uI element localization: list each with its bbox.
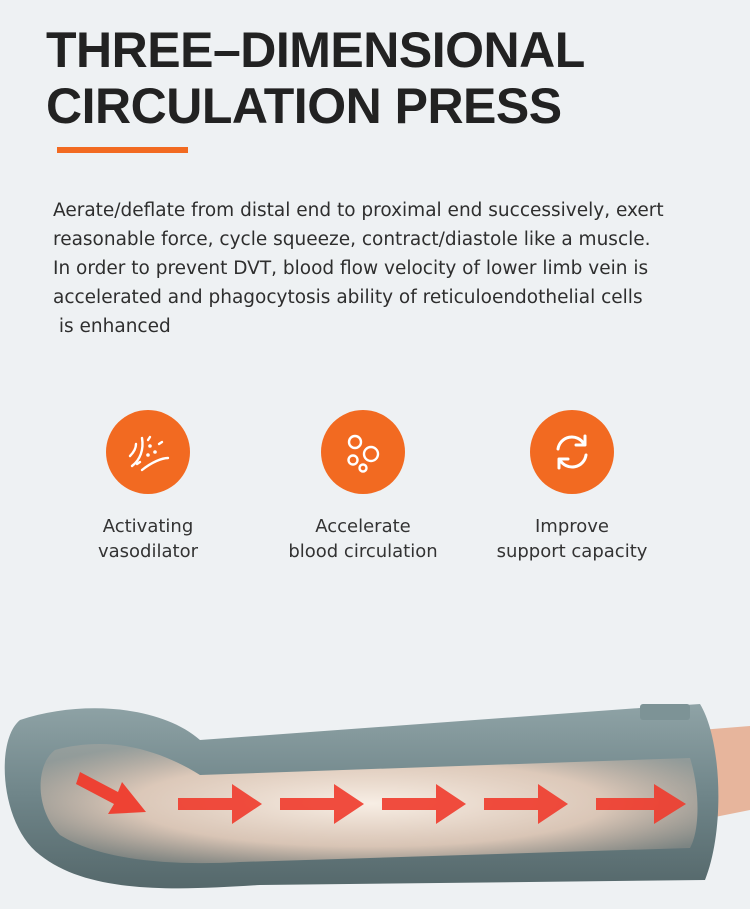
arrow-icon	[280, 784, 364, 824]
feature-label-line: vasodilator	[97, 541, 198, 562]
title-line-2: CIRCULATION PRESS	[46, 78, 562, 134]
description-line: reasonable force, cycle squeeze, contrac…	[53, 229, 651, 250]
arrow-icon	[76, 772, 146, 814]
description-paragraph: Aerate/deflate from distal end to proxim…	[53, 196, 723, 341]
feature-label: Activating vasodilator	[48, 514, 248, 564]
feature-icon-circle	[321, 410, 405, 494]
feature-label-line: Accelerate	[315, 516, 411, 537]
arrow-icon	[178, 784, 262, 824]
compression-sleeve-illustration	[4, 704, 750, 889]
description-line: is enhanced	[53, 316, 171, 337]
feature-icon-circle	[106, 410, 190, 494]
title-underline	[57, 147, 188, 153]
feature-label-line: Activating	[102, 516, 194, 537]
description-line: Aerate/deflate from distal end to proxim…	[53, 200, 664, 221]
sleeve-strap	[640, 704, 690, 720]
airflow-arrows	[76, 772, 686, 824]
feature-support: Improve support capacity	[472, 410, 672, 564]
description-line: In order to prevent DVT, blood flow velo…	[53, 258, 649, 279]
title-line-1: THREE–DIMENSIONAL	[46, 22, 585, 78]
feature-label-line: support capacity	[496, 541, 648, 562]
cycle-arrows-icon	[556, 434, 588, 470]
feature-circulation: Accelerate blood circulation	[263, 410, 463, 564]
leg-glow	[40, 744, 698, 864]
bubbles-icon	[347, 434, 380, 473]
arrow-icon	[484, 784, 568, 824]
arrow-icon	[382, 784, 466, 824]
description-line: accelerated and phagocytosis ability of …	[53, 287, 643, 308]
vasodilator-icon	[128, 435, 170, 472]
feature-icon-circle	[530, 410, 614, 494]
feature-label: Accelerate blood circulation	[263, 514, 463, 564]
feature-vasodilator: Activating vasodilator	[48, 410, 248, 564]
feature-label-line: Improve	[534, 516, 609, 537]
feature-label: Improve support capacity	[472, 514, 672, 564]
feature-label-line: blood circulation	[288, 541, 438, 562]
page-title: THREE–DIMENSIONAL CIRCULATION PRESS	[46, 22, 585, 134]
arrow-icon	[596, 784, 686, 824]
